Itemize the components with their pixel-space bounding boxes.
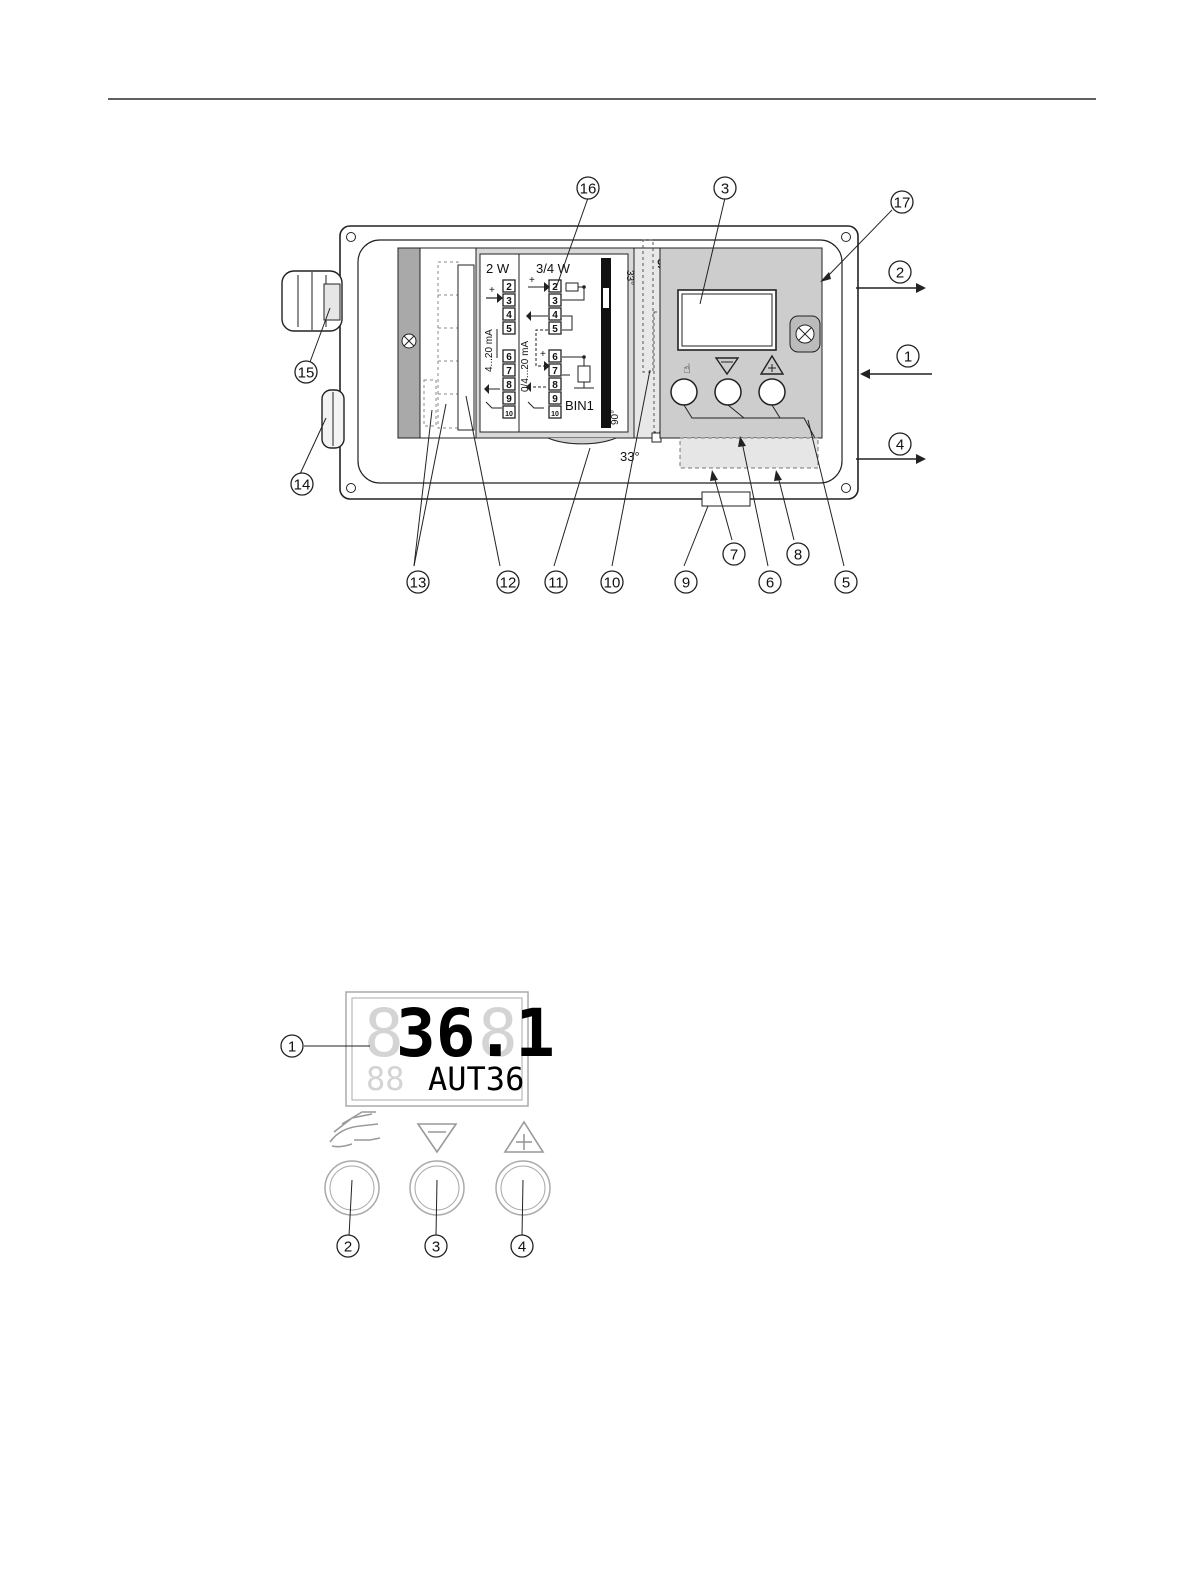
scale-label-90: 90° (610, 410, 621, 425)
hand-icon: ☝ (683, 361, 691, 376)
callout-number: 4 (518, 1239, 526, 1256)
callout-number: 13 (410, 575, 427, 592)
callout-number: 9 (682, 575, 690, 592)
down-triangle-icon (418, 1124, 456, 1152)
svg-text:+: + (529, 275, 535, 286)
callout-number: 10 (604, 575, 621, 592)
cable-gland-15 (282, 271, 342, 331)
lcd-ghost-small: 88 (366, 1060, 405, 1098)
scale-bar (601, 258, 611, 428)
lcd-display-small (678, 290, 776, 350)
terminal-number: 5 (506, 324, 512, 335)
callout-number: 1 (904, 349, 912, 366)
terminal-number: 8 (552, 380, 558, 391)
dashed-module (680, 438, 818, 468)
terminal-number: 7 (552, 366, 558, 377)
label-2w: 2 W (486, 261, 510, 276)
module-slot (420, 248, 476, 438)
hand-icon (330, 1112, 380, 1147)
terminal-number: 4 (506, 310, 512, 321)
terminal-number: 9 (552, 394, 558, 405)
callout-number: 5 (842, 575, 850, 592)
callout-number: 7 (730, 547, 738, 564)
terminal-number: 8 (506, 380, 512, 391)
decrease-button[interactable] (715, 379, 741, 405)
terminal-number: 3 (552, 296, 558, 307)
label-bin1: BIN1 (565, 398, 594, 413)
callout-number: 8 (794, 547, 802, 564)
callout-number: 16 (580, 181, 597, 198)
callout-number: 12 (500, 575, 517, 592)
callout-number: 4 (896, 437, 904, 454)
svg-text:+: + (540, 349, 546, 360)
callout-number: 6 (766, 575, 774, 592)
manual-mode-button[interactable] (671, 379, 697, 405)
increase-button[interactable] (759, 379, 785, 405)
callout-number: 11 (548, 575, 564, 592)
potentiometer-slot (634, 248, 660, 438)
terminal-number: 9 (506, 394, 512, 405)
terminal-number: 6 (552, 352, 558, 363)
lcd-mode-text: AUT36 (428, 1060, 524, 1098)
terminal-number: 10 (505, 411, 513, 418)
callout-number: 2 (896, 265, 904, 282)
terminal-number: 5 (552, 324, 558, 335)
terminal-number: 10 (551, 411, 559, 418)
scale-label-33: 33° (624, 270, 635, 285)
terminal-number: 2 (506, 282, 512, 293)
svg-text:+: + (489, 285, 495, 296)
callout-number: 15 (298, 365, 315, 382)
angle-label-33: 33° (620, 449, 640, 464)
callout-number: 17 (894, 195, 911, 212)
callout-number: 1 (288, 1039, 296, 1056)
callout-number: 14 (294, 477, 311, 494)
bottom-tab (702, 492, 750, 506)
terminal-number: 4 (552, 310, 558, 321)
callout-number: 3 (432, 1239, 440, 1256)
terminal-number: 7 (506, 366, 512, 377)
label-4-20ma: 4...20 mA (484, 329, 495, 372)
positioner-diagram: 33° 90° 2 W 3/4 W 4...20 mA 0/4...20 mA … (282, 177, 932, 593)
label-34w: 3/4 W (536, 261, 571, 276)
callout-number: 3 (721, 181, 729, 198)
terminal-number: 3 (506, 296, 512, 307)
callout-number: 2 (344, 1239, 352, 1256)
terminal-number: 6 (506, 352, 512, 363)
